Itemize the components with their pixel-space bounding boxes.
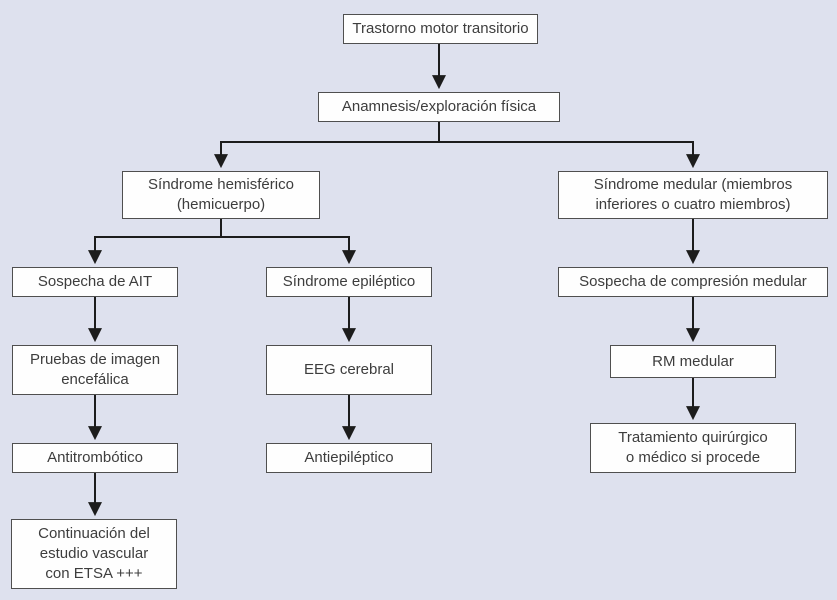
connector-anamnesis-hemisferico [214,122,440,169]
node-anamnesis-exploracion-fisica: Anamnesis/exploración física [318,92,560,122]
node-sospecha-compresion-medular: Sospecha de compresión medular [558,267,828,297]
node-tratamiento-quirurgico-medico: Tratamiento quirúrgico o médico si proce… [590,423,796,473]
node-pruebas-imagen-encefalica: Pruebas de imagen encefálica [12,345,178,395]
node-eeg-cerebral: EEG cerebral [266,345,432,395]
connector-anamnesis-medular [439,141,700,169]
node-sindrome-epileptico: Síndrome epiléptico [266,267,432,297]
node-antiepileptico: Antiepiléptico [266,443,432,473]
node-continuacion-estudio-vascular: Continuación del estudio vascular con ET… [11,519,177,589]
node-sospecha-de-ait: Sospecha de AIT [12,267,178,297]
connector-hemisferico-epileptico [221,236,356,265]
node-antitrombotico: Antitrombótico [12,443,178,473]
node-trastorno-motor-transitorio: Trastorno motor transitorio [343,14,538,44]
connector-hemisferico-ait [88,219,222,265]
node-rm-medular: RM medular [610,345,776,378]
node-sindrome-medular: Síndrome medular (miembros inferiores o … [558,171,828,219]
node-sindrome-hemisferico: Síndrome hemisférico (hemicuerpo) [122,171,320,219]
